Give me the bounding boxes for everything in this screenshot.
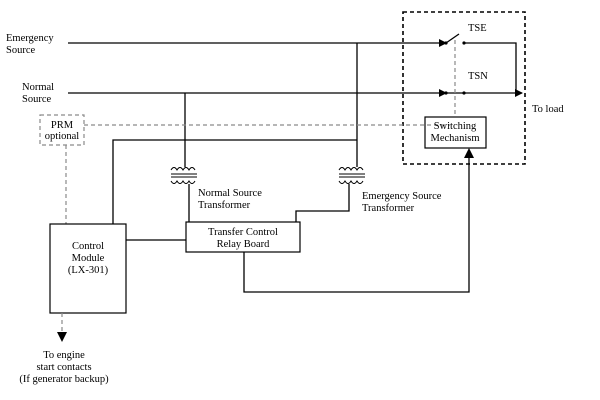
emergency-transformer-symbol	[295, 163, 365, 222]
relay-board-label-2: Relay Board	[217, 239, 271, 250]
control-module-box	[49, 223, 127, 314]
tse-switch	[444, 33, 517, 93]
normal-transformer-label: Normal Source	[198, 188, 262, 199]
prm-label: PRM	[51, 120, 74, 131]
prm-box	[39, 114, 85, 146]
normal-transformer-label-2: Transformer	[198, 200, 251, 211]
arrow-to-switching	[464, 148, 474, 158]
wire-normal-to-control	[112, 139, 357, 224]
wire-relay-to-switching	[243, 154, 470, 293]
normal-transformer-symbol	[170, 163, 197, 222]
engine-contacts-label-3: (If generator backup)	[19, 374, 109, 385]
tse-label: TSE	[468, 23, 487, 34]
emergency-source-label: Emergency	[6, 33, 54, 44]
relay-board-box	[185, 221, 301, 253]
engine-contacts-label: To engine	[43, 350, 85, 361]
switching-mechanism-box	[424, 116, 487, 149]
tsn-switch	[444, 89, 523, 97]
emergency-transformer-label: Emergency Source	[362, 191, 442, 202]
control-module-label: Control	[72, 241, 104, 252]
normal-source-label: Normal	[22, 82, 54, 93]
switch-enclosure	[402, 11, 526, 165]
emergency-source-label-2: Source	[6, 45, 35, 56]
tsn-label: TSN	[468, 71, 488, 82]
engine-contacts-label-2: start contacts	[36, 362, 91, 373]
engine-start-arrow	[57, 332, 67, 342]
normal-source-label-2: Source	[22, 94, 51, 105]
control-module-label-3: (LX-301)	[68, 265, 109, 276]
to-load-label: To load	[532, 104, 564, 115]
prm-label-2: optional	[45, 131, 79, 142]
switching-mechanism-label-2: Mechanism	[431, 133, 480, 144]
switching-mechanism-label: Switching	[434, 121, 477, 132]
emergency-transformer-label-2: Transformer	[362, 203, 415, 214]
control-module-label-2: Module	[72, 253, 105, 264]
relay-board-label: Transfer Control	[208, 227, 278, 238]
